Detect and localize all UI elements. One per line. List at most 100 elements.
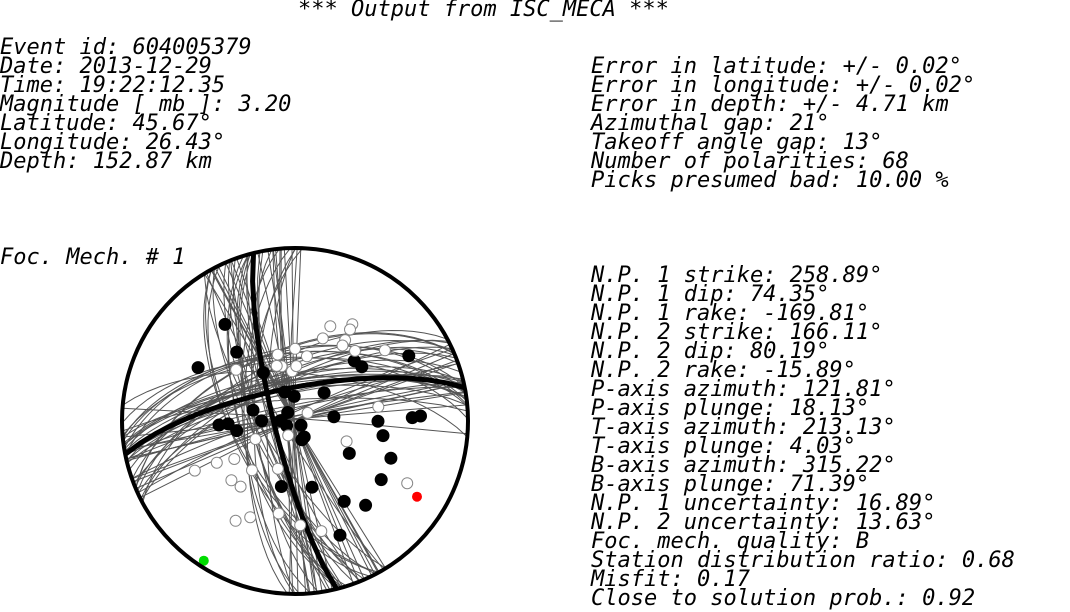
dilatation-polarity-point [294,519,307,532]
compression-polarity-point [305,480,319,494]
compression-polarity-point [287,389,301,403]
t-axis-plunge: T-axis plunge: 4.03° [591,434,856,459]
nodal-plane-2-line [250,253,339,591]
dilatation-polarity-point [229,514,242,527]
focal-mechanism-label: Foc. Mech. # 1 [0,245,186,270]
close-to-solution-probability: Close to solution prob.: 0.92 [591,586,976,611]
compression-polarity-point [255,414,269,428]
dilatation-polarity-point [344,323,356,336]
compression-polarity-point [359,498,373,512]
dilatation-polarity-point [228,453,241,465]
np1-rake: N.P. 1 rake: -169.81° [591,301,870,326]
number-of-polarities: Number of polarities: 68 [591,149,909,174]
alternative-plane-line [125,370,465,458]
alternative-plane-line [267,250,323,592]
compression-polarity-point [221,417,235,431]
dilatation-polarity-point [316,332,329,345]
dilatation-polarity-point [272,507,285,520]
np1-dip: N.P. 1 dip: 74.35° [591,282,830,307]
azimuthal-gap: Azimuthal gap: 21° [591,111,830,136]
compression-polarity-point [297,430,311,444]
dilatation-polarity-point [315,525,328,538]
compression-polarity-point [337,494,351,508]
dilatation-polarity-point [340,435,353,448]
compression-polarity-point [294,418,308,432]
t-axis-point [198,555,209,566]
dilatation-polarity-point [349,344,361,357]
dilatation-polarity-point [249,433,262,446]
dilatation-polarity-point [234,480,247,493]
dilatation-polarity-point [401,477,414,490]
alternative-plane-line [205,269,379,573]
compression-polarity-point [281,406,295,419]
polarity-points [188,317,427,542]
misfit: Misfit: 0.17 [591,567,750,592]
event-longitude: Longitude: 26.43° [0,130,226,155]
focal-mechanism-quality: Foc. mech. quality: B [591,529,870,554]
compression-polarity-point [246,403,260,417]
station-distribution-ratio: Station distribution ratio: 0.68 [591,548,1015,573]
np2-strike: N.P. 2 strike: 166.11° [591,320,883,345]
compression-polarity-point [384,451,398,465]
depth-error: Error in depth: +/- 4.71 km [591,92,949,117]
dilatation-polarity-point [244,511,257,524]
t-axis-azimuth: T-axis azimuth: 213.13° [591,415,896,440]
p-axis-point [412,491,422,502]
event-depth: Depth: 152.87 km [0,149,212,174]
event-latitude: Latitude: 45.67° [0,111,212,136]
dilatation-polarity-point [188,464,201,477]
dilatation-polarity-point [372,400,385,413]
alternative-plane-line [122,351,468,442]
axis-points [198,491,422,566]
longitude-error: Error in longitude: +/- 0.02° [591,73,976,98]
np2-uncertainty: N.P. 2 uncertainty: 13.63° [591,510,936,535]
b-axis-azimuth: B-axis azimuth: 315.22° [591,453,896,478]
p-axis-azimuth: P-axis azimuth: 121.81° [591,377,896,402]
compression-polarity-point [402,349,416,363]
dilatation-polarity-point [324,320,337,333]
compression-polarity-point [317,386,331,400]
dilatation-polarity-point [271,462,284,475]
compression-polarity-point [405,411,419,425]
alternative-plane-line [243,248,300,594]
np2-dip: N.P. 2 dip: 80.19° [591,339,830,364]
compression-polarity-point [342,446,356,460]
focal-sphere-outline [120,246,470,596]
dilatation-polarity-point [301,406,314,419]
dilatation-polarity-point [210,456,223,469]
dilatation-polarity-point [230,363,243,376]
b-axis-plunge: B-axis plunge: 71.39° [591,472,870,497]
event-date: Date: 2013-12-29 [0,54,212,79]
alternative-plane-line [122,356,468,424]
dilatation-polarity-point [270,359,283,372]
dilatation-polarity-point [336,339,349,352]
picks-presumed-bad: Picks presumed bad: 10.00 % [591,168,949,193]
np1-strike: N.P. 1 strike: 258.89° [591,263,883,288]
dilatation-polarity-point [289,342,302,355]
compression-polarity-point [355,360,369,374]
compression-polarity-point [274,480,288,493]
event-magnitude: Magnitude [ mb ]: 3.20 [0,92,292,117]
compression-polarity-point [376,429,390,443]
alternative-plane-line [124,392,466,450]
dilatation-polarity-point [246,464,258,477]
alternative-plane-line [227,260,361,582]
compression-polarity-point [218,317,232,331]
p-axis-plunge: P-axis plunge: 18.13° [591,396,870,421]
event-time: Time: 19:22:12.35 [0,73,226,98]
takeoff-angle-gap: Takeoff angle gap: 13° [591,130,883,155]
compression-polarity-point [333,528,347,542]
dilatation-polarity-point [282,429,295,442]
alternative-plane-line [140,339,450,500]
compression-polarity-point [327,410,341,424]
compression-polarity-point [191,361,205,375]
np1-uncertainty: N.P. 1 uncertainty: 16.89° [591,491,936,516]
compression-polarity-point [371,414,385,428]
alternative-plane-line [241,248,311,594]
compression-polarity-point [230,345,244,359]
alternative-plane-line [228,254,342,589]
compression-polarity-point [256,366,270,380]
event-id: Event id: 604005379 [0,35,252,60]
dilatation-polarity-point [271,348,284,361]
np2-rake: N.P. 2 rake: -15.89° [591,358,856,383]
